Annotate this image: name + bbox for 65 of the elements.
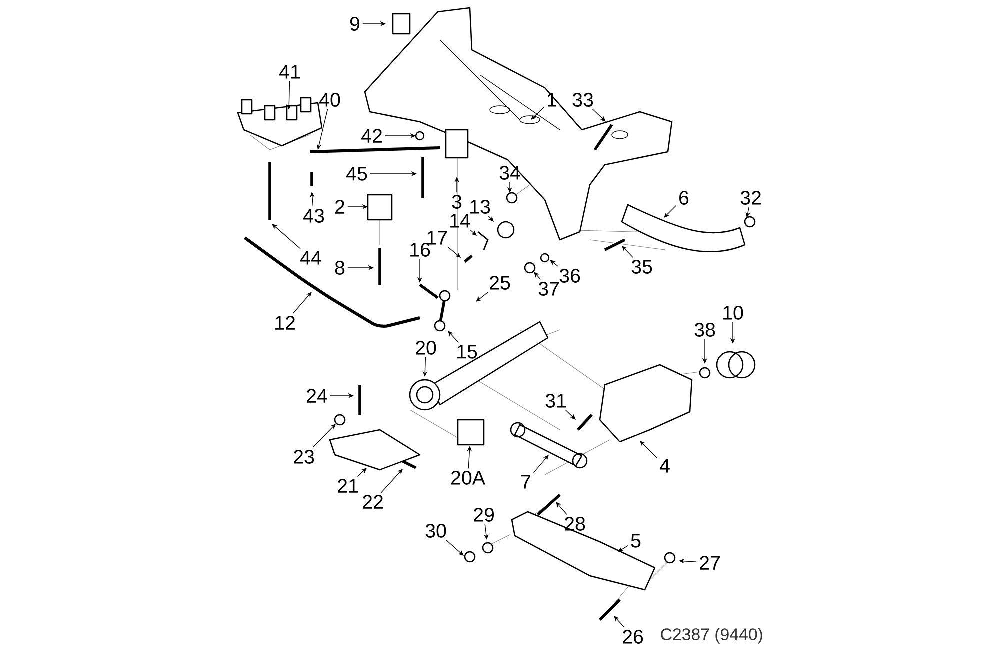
callout-number: 26 [623,630,644,644]
callout-number: 32 [740,191,761,205]
leader-line [614,616,625,628]
leader-line [272,224,301,250]
callout-number: 7 [522,475,530,489]
callout-number: 25 [490,276,510,290]
leader-line [531,107,544,120]
callout-number: 3 [452,195,462,209]
leader-line [640,441,658,458]
leader-line [312,424,336,448]
callout-number: 44 [300,251,322,265]
leader-line [534,272,542,280]
leader-line [381,469,403,494]
leader-line [448,246,461,258]
callout-number: 30 [426,524,446,538]
leader-line [592,109,606,122]
callout-number: 2 [336,200,344,214]
callout-number: 23 [294,450,314,464]
callout-number: 27 [700,556,720,570]
leader-line [470,230,477,236]
leader-line [292,292,312,314]
callout-number: 36 [560,269,580,283]
callout-number: 33 [572,93,594,107]
callout-number: 21 [338,479,358,493]
callout-number: 13 [470,200,490,214]
callout-number: 16 [410,243,430,257]
leader-line [446,540,464,556]
leader-line [533,455,549,474]
callout-number: 12 [276,316,295,330]
callout-number: 40 [320,93,340,107]
leader-line [448,331,459,344]
callout-number: 35 [632,260,652,274]
callout-number: 45 [346,167,368,181]
callout-number: 10 [724,306,744,320]
callout-number: 20 [416,341,436,355]
callout-number: 43 [304,209,324,223]
callout-number: 14 [450,214,470,228]
leader-line [357,468,367,478]
callout-number: 41 [280,65,300,79]
leader-line [618,545,628,552]
callout-number: 29 [474,508,494,522]
leader-line [566,410,576,420]
callout-number: 38 [694,323,716,337]
callout-number: 24 [307,389,328,403]
leader-line [488,216,494,222]
callout-number: 17 [428,231,447,245]
drawing-code: C2387 (9440) [661,628,762,644]
callout-number: 34 [500,166,520,180]
callout-number: 28 [565,517,586,531]
callout-number: 5 [631,534,641,548]
leader-line [664,206,676,218]
callout-number: 15 [458,345,478,359]
leader-line [622,246,634,258]
callout-number: 42 [362,129,382,143]
callout-number: 8 [335,261,345,275]
leader-line [476,292,489,302]
callout-number: 20A [451,471,486,485]
callout-number: 6 [680,191,689,205]
callout-number: 4 [660,459,670,473]
callout-number: 9 [350,17,360,31]
callout-number: 37 [538,282,559,296]
callout-number: 31 [546,394,566,408]
callout-number: 22 [363,495,383,509]
leader-line [556,502,568,515]
leader-line [550,260,559,267]
